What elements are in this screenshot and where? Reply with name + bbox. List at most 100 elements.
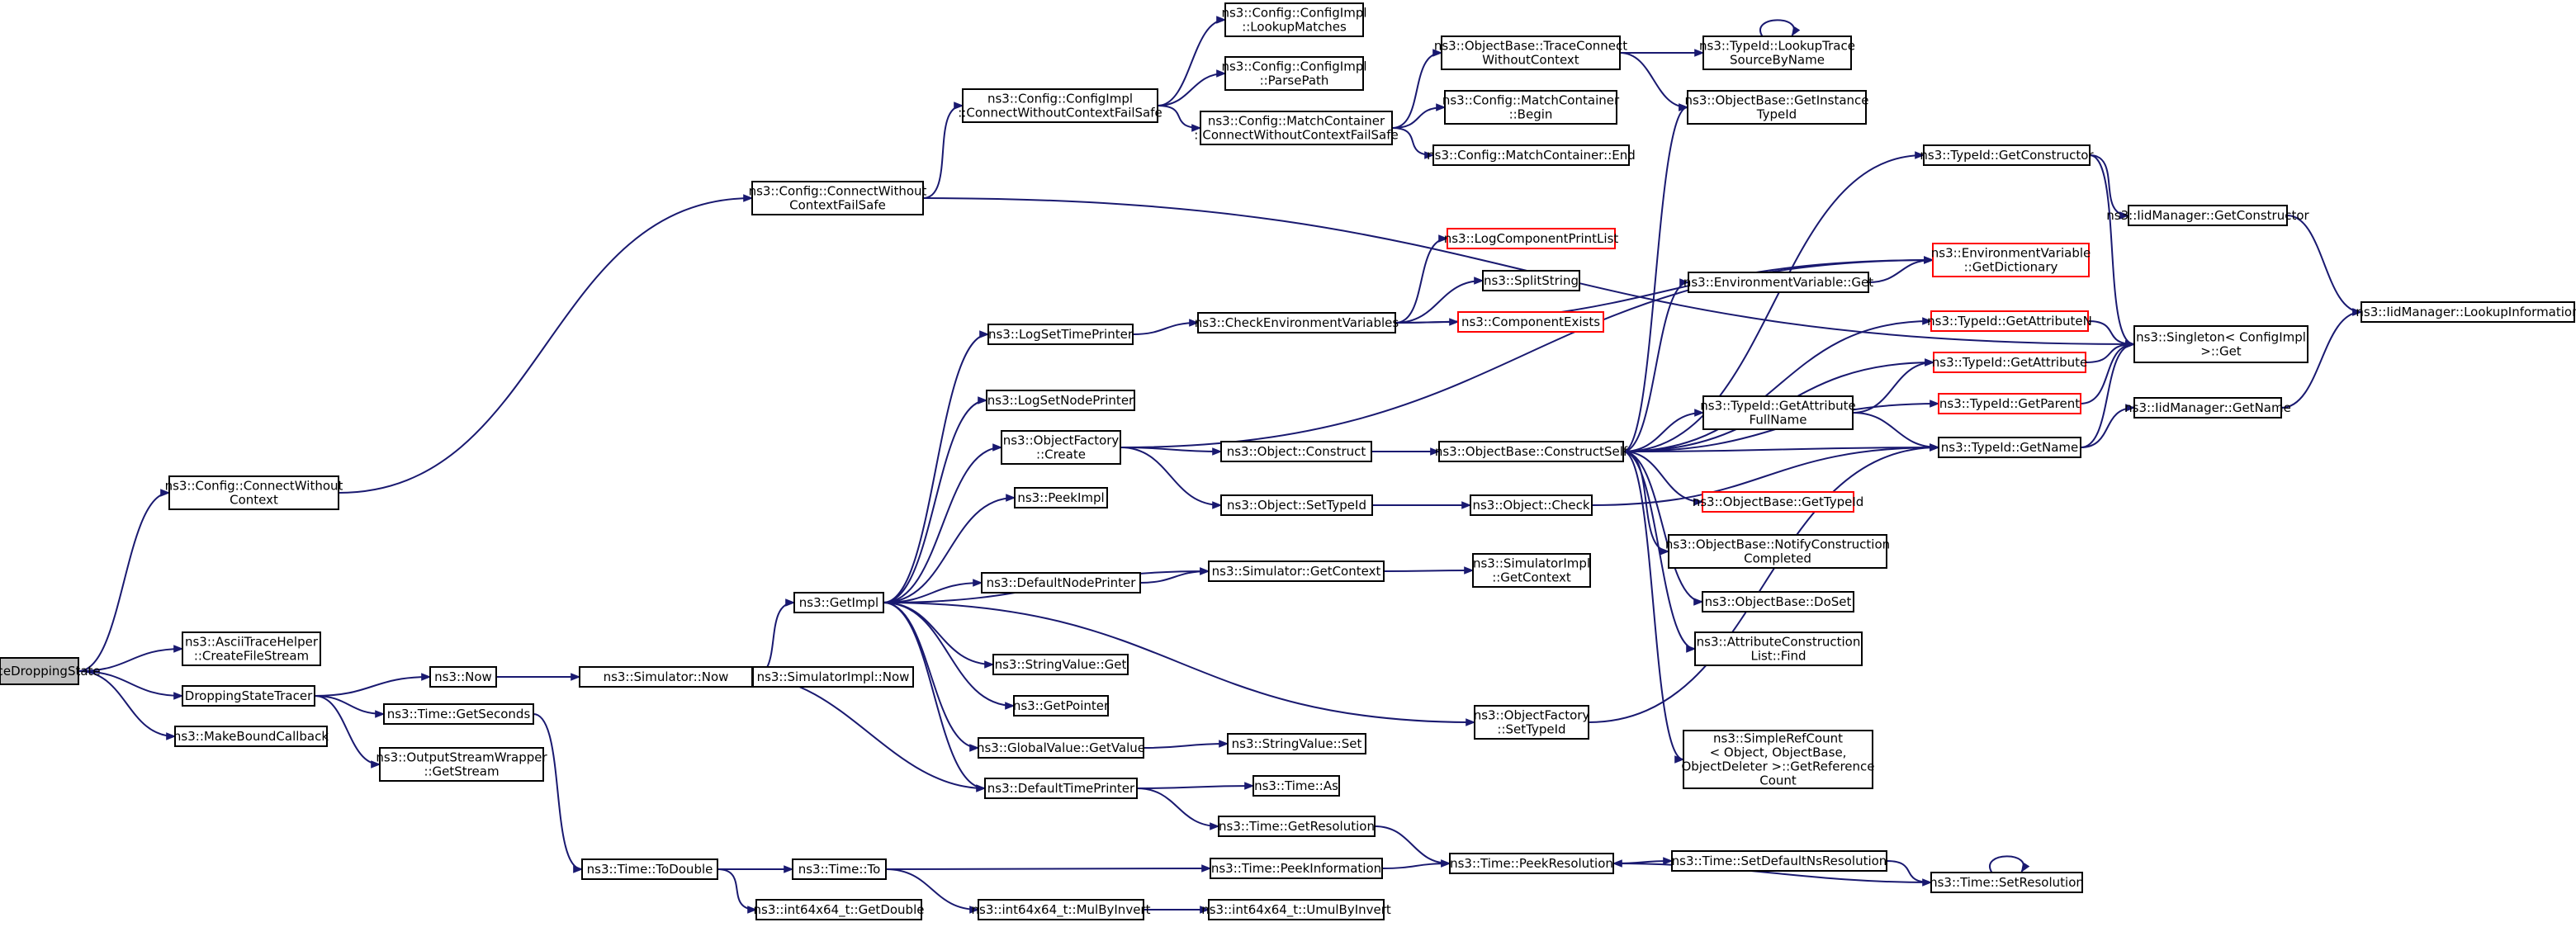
node-ns3-simplerefcount-object-objectbase-objectdeleter-getreference-count[interactable]: ns3::SimpleRefCount< Object, ObjectBase,… (1681, 730, 1875, 789)
node-ns3-time-todouble[interactable]: ns3::Time::ToDouble (581, 858, 718, 880)
node-ns3-int64x64-t-getdouble[interactable]: ns3::int64x64_t::GetDouble (754, 899, 925, 920)
node-ns3-makeboundcallback[interactable]: ns3::MakeBoundCallback (173, 726, 329, 747)
node-ns3-config-configimpl-parsepath[interactable]: ns3::Config::ConfigImpl::ParsePath (1221, 56, 1367, 91)
node-label: ::ParsePath (1260, 73, 1329, 88)
node-label: ns3::Config::ConfigImpl (1221, 6, 1366, 21)
node-ns3-outputstreamwrapper-getstream[interactable]: ns3::OutputStreamWrapper::GetStream (376, 747, 547, 782)
node-ns3-typeid-getname[interactable]: ns3::TypeId::GetName (1938, 437, 2081, 458)
node-ns3-time-as[interactable]: ns3::Time::As (1252, 775, 1340, 797)
node-ns3-getpointer[interactable]: ns3::GetPointer (1013, 695, 1110, 717)
node-ns3-objectbase-gettypeid[interactable]: ns3::ObjectBase::GetTypeId (1693, 491, 1864, 513)
node-ns3-config-matchcontainer-connectwithoutcontextfailsafe[interactable]: ns3::Config::MatchContainer::ConnectWith… (1194, 111, 1399, 145)
node-ns3-int64x64-t-mulbyinvert[interactable]: ns3::int64x64_t::MulByInvert (972, 899, 1151, 920)
node-label: SourceByName (1730, 53, 1825, 68)
node-ns3-defaultnodeprinter[interactable]: ns3::DefaultNodePrinter (981, 572, 1141, 594)
node-ns3-config-configimpl-connectwithoutcontextfailsafe[interactable]: ns3::Config::ConfigImpl::ConnectWithoutC… (958, 88, 1163, 123)
node-ns3-asciitracehelper-createfilestream[interactable]: ns3::AsciiTraceHelper::CreateFileStream (182, 631, 321, 666)
node-box (1013, 695, 1109, 717)
node-ns3-simulator-getcontext[interactable]: ns3::Simulator::GetContext (1208, 560, 1385, 582)
node-ns3-time-peekinformation[interactable]: ns3::Time::PeekInformation (1210, 858, 1383, 879)
node-droppingstatetracer[interactable]: DroppingStateTracer (182, 685, 315, 707)
node-ns3-iidmanager-getconstructor[interactable]: ns3::IidManager::GetConstructor (2106, 205, 2310, 226)
node-box (1472, 553, 1591, 588)
node-ns3-typeid-getparent[interactable]: ns3::TypeId::GetParent (1938, 393, 2081, 414)
edge-getSec-to-toDouble (533, 713, 584, 873)
node-ns3-now[interactable]: ns3::Now (429, 666, 497, 688)
node-ns3-checkenvironmentvariables[interactable]: ns3::CheckEnvironmentVariables (1195, 312, 1399, 333)
node-ns3-typeid-getconstructor[interactable]: ns3::TypeId::GetConstructor (1920, 144, 2094, 166)
node-label: ContextFailSafe (789, 198, 886, 213)
node-ns3-iidmanager-getname[interactable]: ns3::IidManager::GetName (2124, 397, 2291, 419)
node-ns3-componentexists[interactable]: ns3::ComponentExists (1457, 311, 1604, 333)
node-label: ns3::TypeId::GetAttribute (1932, 355, 2087, 370)
node-ns3-config-matchcontainer-begin[interactable]: ns3::Config::MatchContainer::Begin (1442, 90, 1620, 125)
node-ns3-time-setdefaultnsresolution[interactable]: ns3::Time::SetDefaultNsResolution (1671, 850, 1887, 872)
edge-trace-to-connWC (78, 489, 171, 672)
node-ns3-config-connectwithout-context[interactable]: ns3::Config::ConnectWithoutContext (165, 475, 343, 510)
node-label: ns3::EnvironmentVariable::Get (1683, 275, 1873, 290)
node-ns3-typeid-getattributen[interactable]: ns3::TypeId::GetAttributeN (1927, 310, 2092, 332)
node-ns3-logsettimeprinter[interactable]: ns3::LogSetTimePrinter (987, 324, 1134, 345)
node-ns3-objectfactory-settypeid[interactable]: ns3::ObjectFactory::SetTypeId (1474, 705, 1590, 740)
node-ns3-iidmanager-lookupinformation[interactable]: ns3::IidManager::LookupInformation (2356, 301, 2576, 323)
node-ns3-simulatorimpl-getcontext[interactable]: ns3::SimulatorImpl::GetContext (1472, 553, 1591, 588)
node-ns3-singleton-configimpl-get[interactable]: ns3::Singleton< ConfigImpl>::Get (2133, 325, 2308, 363)
node-box (1938, 393, 2081, 414)
node-ns3-getimpl[interactable]: ns3::GetImpl (793, 592, 884, 613)
node-ns3-environmentvariable-getdictionary[interactable]: ns3::EnvironmentVariable::GetDictionary (1931, 243, 2091, 277)
node-ns3-objectbase-notifyconstruction-completed[interactable]: ns3::ObjectBase::NotifyConstructionCompl… (1665, 534, 1890, 569)
node-label: ns3::int64x64_t::GetDouble (754, 902, 925, 918)
node-ns3-simulator-now[interactable]: ns3::Simulator::Now (579, 666, 753, 688)
node-ns3-time-getseconds[interactable]: ns3::Time::GetSeconds (383, 703, 534, 725)
node-ns3-objectbase-doset[interactable]: ns3::ObjectBase::DoSet (1702, 591, 1854, 612)
node-label: ns3::ObjectBase::GetInstance (1685, 93, 1869, 108)
node-ns3-peekimpl[interactable]: ns3::PeekImpl (1014, 487, 1108, 508)
node-ns3-object-settypeid[interactable]: ns3::Object::SetTypeId (1220, 494, 1373, 516)
node-ns3-typeid-getattribute[interactable]: ns3::TypeId::GetAttribute (1932, 352, 2087, 373)
node-ns3-logcomponentprintlist[interactable]: ns3::LogComponentPrintList (1444, 228, 1619, 249)
node-ns3-config-matchcontainer-end[interactable]: ns3::Config::MatchContainer::End (1427, 144, 1636, 166)
node-ns3-stringvalue-get[interactable]: ns3::StringValue::Get (992, 654, 1129, 675)
node-box (1200, 111, 1393, 145)
node-ns3-objectfactory-create[interactable]: ns3::ObjectFactory::Create (1001, 430, 1121, 465)
node-ns3-config-connectwithout-contextfailsafe[interactable]: ns3::Config::ConnectWithoutContextFailSa… (749, 181, 927, 215)
node-label: ns3::SplitString (1484, 273, 1579, 288)
edge-defTime-to-getRes (1136, 787, 1220, 830)
node-ns3-stringvalue-set[interactable]: ns3::StringValue::Set (1227, 733, 1366, 754)
node-ns3-objectbase-constructself[interactable]: ns3::ObjectBase::ConstructSelf (1435, 441, 1628, 462)
node-ns3-logsetnodeprinter[interactable]: ns3::LogSetNodePrinter (986, 390, 1135, 411)
node-ns3-int64x64-t-umulbyinvert[interactable]: ns3::int64x64_t::UmulByInvert (1201, 899, 1391, 920)
node-label: ns3::Config::MatchContainer::End (1427, 148, 1636, 163)
node-ns3-defaulttimeprinter[interactable]: ns3::DefaultTimePrinter (984, 778, 1138, 799)
node-tracedroppingstate[interactable]: TraceDroppingState (0, 657, 101, 685)
node-box (1449, 853, 1614, 874)
node-ns3-globalvalue-getvalue[interactable]: ns3::GlobalValue::GetValue (977, 737, 1145, 759)
edge-objCheck-to-tidGetName (1591, 443, 1940, 506)
node-ns3-object-construct[interactable]: ns3::Object::Construct (1220, 441, 1372, 462)
edge-getImpl-to-ofSetTypeId (883, 602, 1476, 726)
node-box (792, 858, 887, 880)
node-box (992, 654, 1129, 675)
node-label: ::ConnectWithoutContextFailSafe (1194, 128, 1399, 143)
node-ns3-environmentvariable-get[interactable]: ns3::EnvironmentVariable::Get (1683, 272, 1873, 293)
node-ns3-simulatorimpl-now[interactable]: ns3::SimulatorImpl::Now (752, 666, 914, 688)
node-ns3-object-check[interactable]: ns3::Object::Check (1470, 494, 1593, 516)
edge-lookupTrace-to-lookupTrace (1759, 19, 1801, 37)
node-ns3-time-setresolution[interactable]: ns3::Time::SetResolution (1930, 872, 2084, 893)
node-label: ns3::Time::GetResolution (1219, 819, 1375, 834)
node-label: ns3::LogComponentPrintList (1444, 231, 1619, 246)
node-ns3-objectbase-traceconnect-withoutcontext[interactable]: ns3::ObjectBase::TraceConnectWithoutCont… (1434, 35, 1627, 70)
node-ns3-time-getresolution[interactable]: ns3::Time::GetResolution (1218, 816, 1376, 837)
node-ns3-time-peekresolution[interactable]: ns3::Time::PeekResolution (1449, 853, 1614, 874)
node-label: ns3::Time::PeekInformation (1211, 861, 1381, 876)
edge-setDefNsRes-to-setRes (1886, 860, 1933, 887)
node-box (182, 685, 315, 707)
edge-getImpl-to-peekImpl (883, 494, 1016, 603)
node-ns3-splitstring[interactable]: ns3::SplitString (1482, 270, 1580, 291)
node-ns3-time-to[interactable]: ns3::Time::To (792, 858, 887, 880)
node-ns3-config-configimpl-lookupmatches[interactable]: ns3::Config::ConfigImpl::LookupMatches (1221, 2, 1367, 37)
